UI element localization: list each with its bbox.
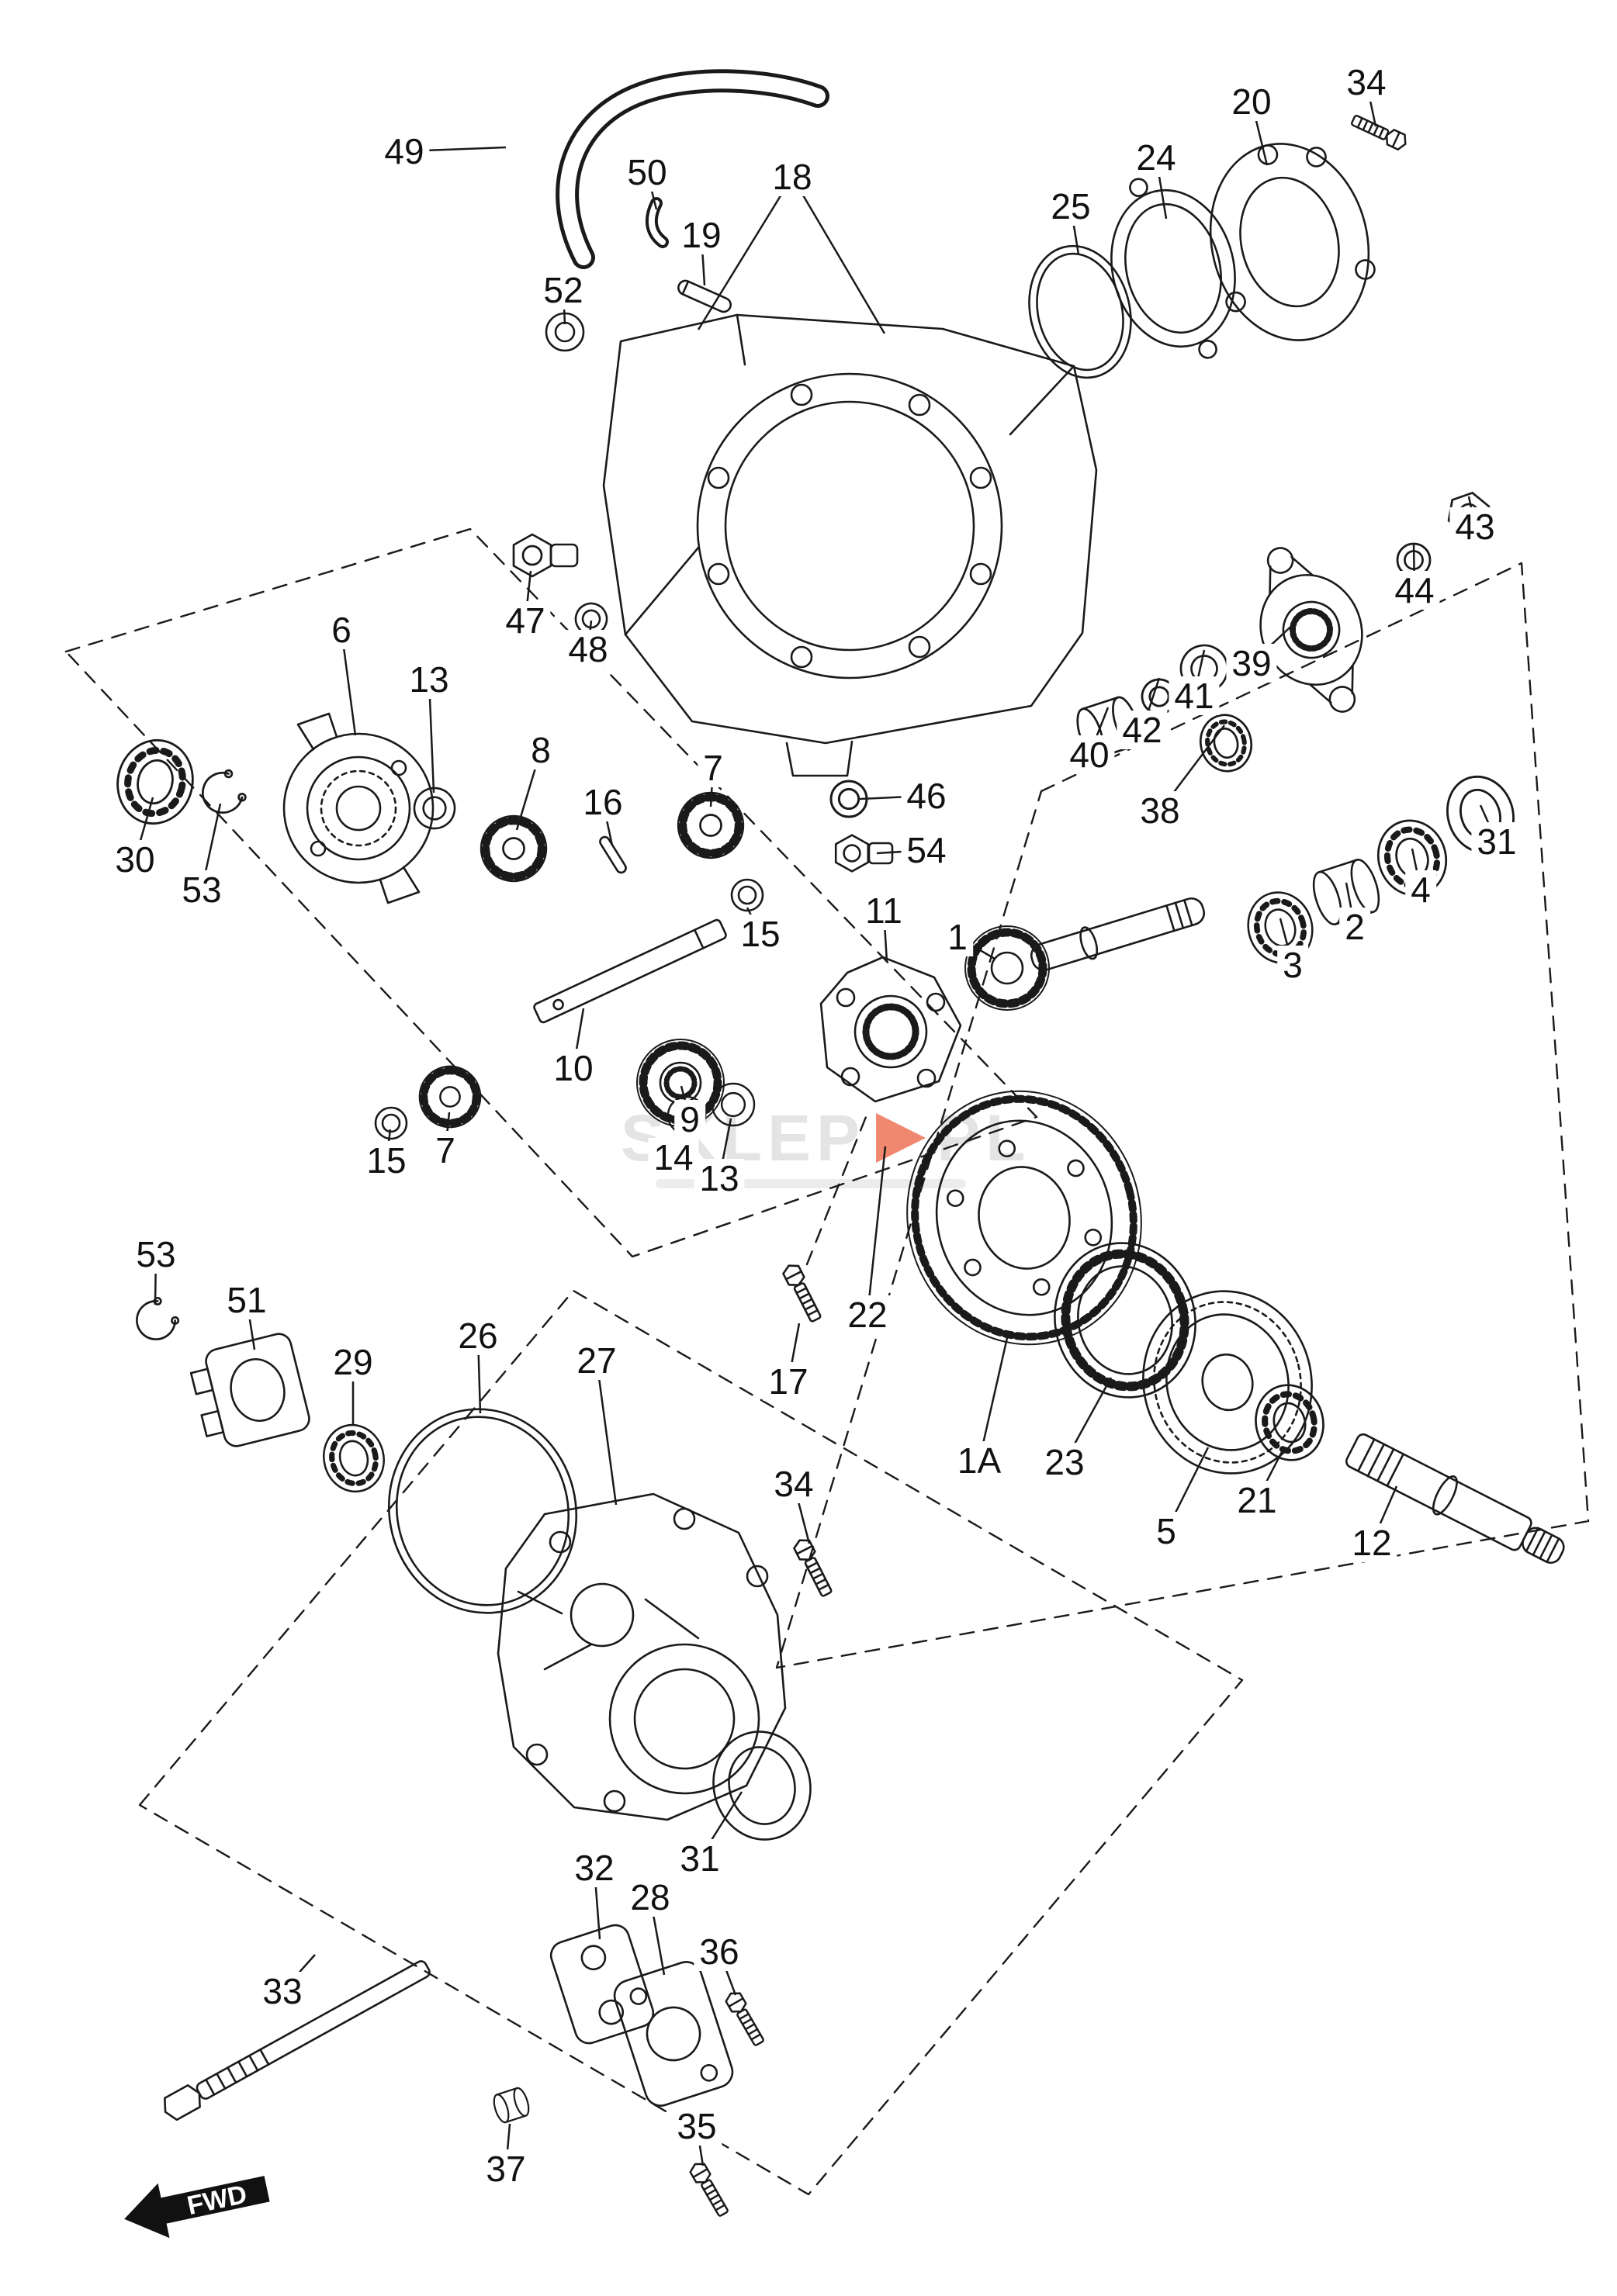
spacer-2 [1307,855,1386,929]
differential-case-6 [282,712,435,904]
pinion-shaft-10 [533,918,727,1024]
bolt-17 [780,1260,826,1325]
pinion-gear-8 [481,816,546,881]
companion-flange-39 [1259,547,1363,713]
bearing-3 [1239,884,1321,972]
gasket-48 [570,598,612,640]
bearing-cap-28 [613,1961,734,2107]
hub-housing-27 [497,1492,787,1821]
gasket-26 [387,1408,578,1614]
bolt-34 [1349,111,1410,153]
bearing-cover-20 [1209,143,1376,341]
output-flange-11 [819,956,962,1103]
sleeve-40 [1071,693,1145,762]
oil-seal-31b [712,1731,812,1841]
spacer-bearing-38 [1195,710,1258,776]
lock-pin-16 [599,835,627,874]
bearing-23 [1054,1242,1196,1399]
bearing-retainer-51 [189,1333,310,1447]
group-boundary-lines [64,527,1590,2196]
spacer-41 [1175,639,1234,698]
gear-case-5 [1142,1290,1313,1475]
fwd-arrow: FWD [124,2176,270,2239]
union-bolt-47 [512,533,579,578]
bolt-36 [722,1988,768,2049]
bolt-35 [687,2159,732,2219]
callout-leader-lines [133,81,1498,2170]
fwd-label: FWD [185,2180,250,2221]
breather-stub-50 [645,197,669,248]
washer-42 [1137,674,1182,719]
thrust-washer-15b [374,1106,408,1140]
spacer-37 [490,2085,533,2125]
dowel-pin-19 [677,279,732,313]
long-bolt-33 [164,1960,431,2121]
breather-hose-49 [556,69,829,269]
drive-pinion-1 [964,897,1206,1011]
side-gear-7b [420,1067,480,1127]
output-shaft-12 [1345,1433,1565,1565]
sprocket-9 [636,1039,725,1127]
bolt-34b [791,1535,836,1599]
bearing-4 [1369,811,1456,904]
bearing-29 [317,1419,390,1498]
thrust-washer-15 [730,878,764,912]
gasket-32 [549,1924,655,2045]
gasket-24 [1110,178,1236,359]
bearing-race-31 [1436,766,1525,863]
bearing-21 [1248,1378,1331,1467]
differential-housing-18 [602,313,1098,777]
final-gear-1a [906,1090,1142,1346]
snap-ring-53 [194,765,250,821]
